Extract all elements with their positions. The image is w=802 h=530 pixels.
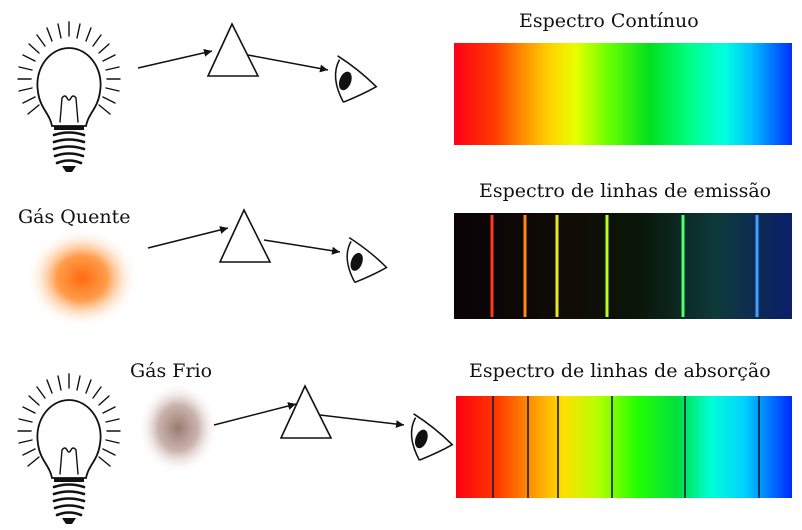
hot-gas-cloud (26, 228, 138, 328)
emission-spectrum-band (454, 213, 792, 319)
light-ray-arrow (263, 239, 341, 255)
eye-icon (346, 236, 388, 284)
prism-icon (206, 22, 260, 77)
cold-gas-label: Gás Frio (130, 360, 213, 382)
absorption-spectrum-title: Espectro de linhas de absorção (469, 360, 771, 382)
prism-icon (218, 208, 272, 263)
continuous-spectrum-title: Espectro Contínuo (519, 10, 699, 32)
emission-lines (490, 215, 759, 317)
absorption-spectrum-band (456, 396, 792, 498)
emission-spectrum-title: Espectro de linhas de emissão (479, 180, 772, 202)
light-ray-arrow (137, 48, 213, 69)
eye-icon (410, 413, 454, 461)
light-ray-arrow (213, 402, 297, 426)
absorption-lines (492, 396, 760, 498)
light-ray-arrow (247, 54, 329, 73)
prism-icon (279, 384, 333, 439)
eye-icon (334, 55, 378, 103)
hot-gas-label: Gás Quente (18, 206, 131, 228)
light-bulb-icon (16, 20, 122, 174)
light-ray-arrow (147, 226, 229, 249)
cold-gas-cloud (138, 382, 218, 474)
light-ray-arrow (319, 414, 405, 429)
continuous-spectrum-band (454, 43, 792, 145)
light-bulb-icon (16, 372, 122, 526)
